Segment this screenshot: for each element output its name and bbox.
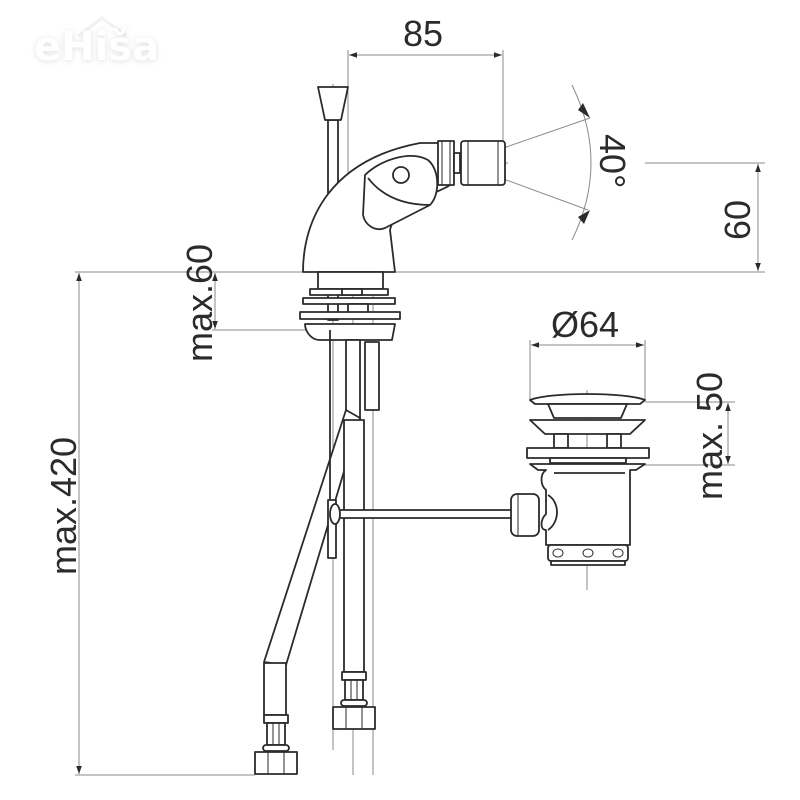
flex-hoses — [254, 330, 376, 775]
dim-waste-depth: max. 50 — [689, 372, 730, 500]
dimension-labels: 85 40° 60 max.60 max.420 Ø64 max. 50 — [43, 13, 758, 575]
dimension-lines — [76, 52, 761, 774]
dim-total-length: max.420 — [43, 437, 84, 575]
dim-spout-height: 60 — [717, 200, 758, 240]
house-roof-icon: eHiša — [34, 16, 159, 70]
mixer-body — [299, 86, 506, 421]
watermark-logo: eHiša — [30, 16, 190, 71]
dim-deck-thickness: max.60 — [179, 244, 220, 362]
dim-spout-reach: 85 — [403, 13, 443, 54]
dim-spout-angle: 40° — [592, 134, 633, 188]
watermark-text: eHiša — [34, 24, 159, 66]
popup-linkage — [329, 493, 540, 537]
waste-valve — [526, 393, 650, 566]
dim-waste-diameter: Ø64 — [551, 304, 619, 345]
